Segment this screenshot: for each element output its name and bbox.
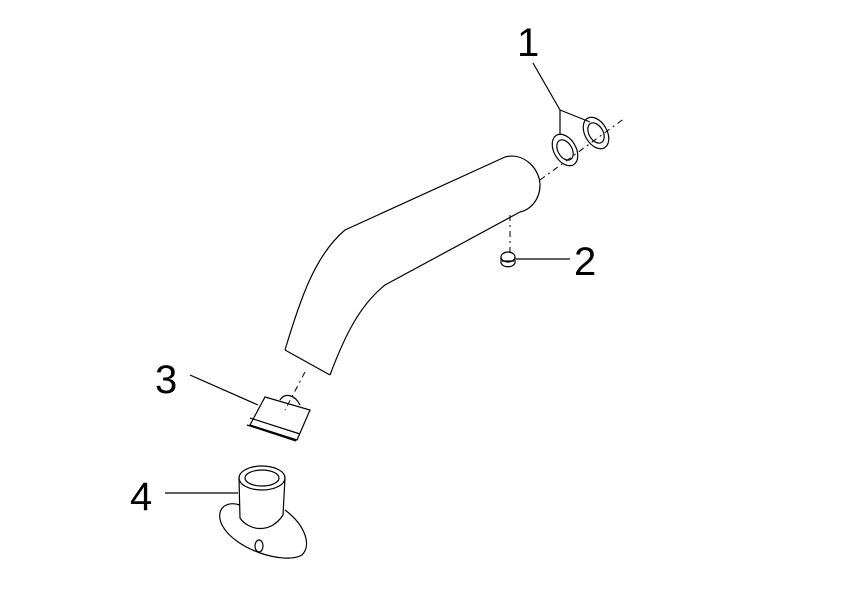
- o-ring-2: [582, 116, 610, 150]
- callout-3: 3: [155, 358, 177, 402]
- aerator-key: [219, 465, 307, 559]
- callout-1: 1: [517, 21, 539, 65]
- centerline-aerator: [284, 371, 306, 411]
- leader-1: [532, 62, 591, 135]
- o-ring-1: [551, 133, 579, 167]
- spout: [284, 155, 541, 376]
- leader-3: [189, 374, 259, 406]
- callout-2: 2: [574, 240, 596, 284]
- aerator: [246, 394, 311, 442]
- centerline-top: [539, 117, 626, 181]
- set-screw: [500, 251, 516, 268]
- callout-4: 4: [130, 475, 152, 519]
